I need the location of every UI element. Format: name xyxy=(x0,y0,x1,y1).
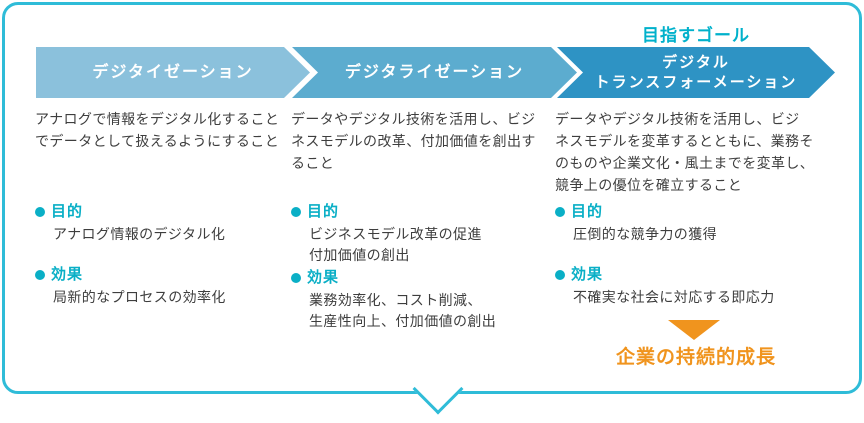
stage-description: データやデジタル技術を活用し、ビジ ネスモデルの改革、付加価値を創出す ること xyxy=(291,111,536,171)
stage-arrow-digitalization: デジタライゼーション xyxy=(292,47,577,98)
purpose-text: ビジネスモデル改革の促進 付加価値の創出 xyxy=(309,226,482,263)
purpose-text: 圧倒的な競争力の獲得 xyxy=(573,226,717,242)
stage-title-digital-transformation: デジタル トランスフォーメーション xyxy=(594,53,798,91)
column-digital-transformation: データやデジタル技術を活用し、ビジ ネスモデルを変革するとともに、業務そ のもの… xyxy=(555,108,827,305)
effect-label: 効果 xyxy=(51,266,84,283)
bullet-icon xyxy=(555,270,565,280)
purpose-text: アナログ情報のデジタル化 xyxy=(53,226,226,242)
stage-title-digitalization: デジタライゼーション xyxy=(344,63,525,81)
down-arrow-icon xyxy=(668,320,720,340)
effect-text: 業務効率化、コスト削減、 生産性向上、付加価値の創出 xyxy=(309,292,497,329)
effect-section: 効果 不確実な社会に対応する即応力 xyxy=(555,265,775,308)
column-digitization: アナログで情報をデジタル化すること でデータとして扱えるようにすること 目的 ア… xyxy=(35,108,289,305)
goal-label: 目指すゴール xyxy=(642,26,750,45)
effect-heading: 効果 xyxy=(291,268,496,288)
purpose-heading: 目的 xyxy=(291,202,482,222)
stage-arrow-digitization: デジタイゼーション xyxy=(36,47,310,98)
effect-label: 効果 xyxy=(307,269,340,286)
purpose-label: 目的 xyxy=(51,203,84,220)
stage-description: データやデジタル技術を活用し、ビジ ネスモデルを変革するとともに、業務そ のもの… xyxy=(555,111,815,193)
effect-heading: 効果 xyxy=(35,265,226,285)
stage-title-digitization: デジタイゼーション xyxy=(92,63,254,81)
effect-text: 不確実な社会に対応する即応力 xyxy=(573,289,775,305)
purpose-label: 目的 xyxy=(571,203,604,220)
bullet-icon xyxy=(555,207,565,217)
effect-section: 効果 業務効率化、コスト削減、 生産性向上、付加価値の創出 xyxy=(291,268,496,332)
effect-text: 局新的なプロセスの効率化 xyxy=(53,289,226,305)
bullet-icon xyxy=(35,207,45,217)
purpose-heading: 目的 xyxy=(35,202,225,222)
stage-arrow-digital-transformation: デジタル トランスフォーメーション xyxy=(557,47,835,98)
stage-description: アナログで情報をデジタル化すること でデータとして扱えるようにすること xyxy=(35,111,280,149)
bullet-icon xyxy=(35,270,45,280)
purpose-section: 目的 圧倒的な競争力の獲得 xyxy=(555,202,717,245)
effect-heading: 効果 xyxy=(555,265,775,285)
purpose-section: 目的 ビジネスモデル改革の促進 付加価値の創出 xyxy=(291,202,482,266)
effect-section: 効果 局新的なプロセスの効率化 xyxy=(35,265,226,308)
bullet-icon xyxy=(291,273,301,283)
purpose-section: 目的 アナログ情報のデジタル化 xyxy=(35,202,225,245)
purpose-heading: 目的 xyxy=(555,202,717,222)
column-digitalization: データやデジタル技術を活用し、ビジ ネスモデルの改革、付加価値を創出す ること … xyxy=(291,108,549,329)
bullet-icon xyxy=(291,207,301,217)
purpose-label: 目的 xyxy=(307,203,340,220)
effect-label: 効果 xyxy=(571,266,604,283)
outcome-label: 企業の持続的成長 xyxy=(615,347,776,368)
